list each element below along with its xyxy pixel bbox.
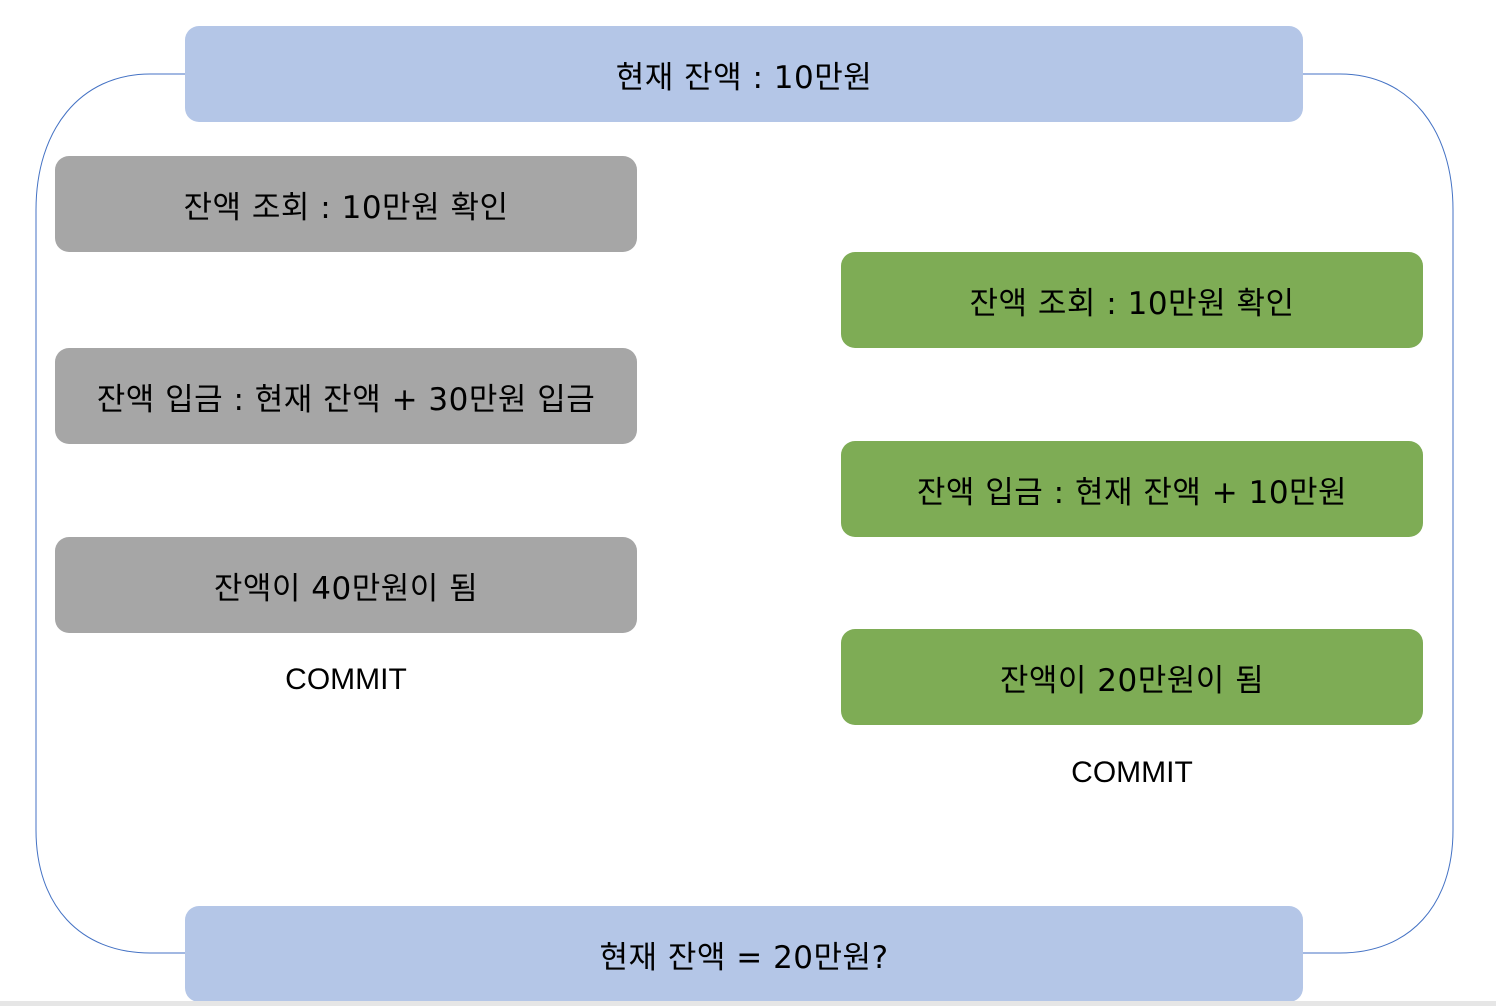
right-connector-arc [1303, 73, 1454, 954]
left-step-deposit: 잔액 입금 : 현재 잔액 + 30만원 입금 [55, 348, 637, 444]
final-balance-label: 현재 잔액 = 20만원? [599, 939, 889, 976]
right-step-result: 잔액이 20만원이 됨 [841, 629, 1423, 725]
right-step-deposit: 잔액 입금 : 현재 잔액 + 10만원 [841, 441, 1423, 537]
left-connector-arc [35, 73, 185, 954]
right-step-label: 잔액 입금 : 현재 잔액 + 10만원 [916, 474, 1348, 511]
right-step-balance-check: 잔액 조회 : 10만원 확인 [841, 252, 1423, 348]
left-step-label: 잔액이 40만원이 됨 [213, 570, 479, 607]
bottom-divider [0, 1001, 1496, 1006]
right-commit-label: COMMIT [1071, 756, 1193, 789]
right-step-label: 잔액이 20만원이 됨 [999, 662, 1265, 699]
left-step-label: 잔액 입금 : 현재 잔액 + 30만원 입금 [96, 381, 596, 418]
current-balance-label: 현재 잔액 : 10만원 [615, 59, 873, 96]
current-balance-box: 현재 잔액 : 10만원 [185, 26, 1303, 122]
left-step-label: 잔액 조회 : 10만원 확인 [183, 189, 509, 226]
final-balance-box: 현재 잔액 = 20만원? [185, 906, 1303, 1002]
left-commit-label: COMMIT [285, 663, 407, 696]
right-step-label: 잔액 조회 : 10만원 확인 [969, 285, 1295, 322]
left-step-balance-check: 잔액 조회 : 10만원 확인 [55, 156, 637, 252]
left-step-result: 잔액이 40만원이 됨 [55, 537, 637, 633]
